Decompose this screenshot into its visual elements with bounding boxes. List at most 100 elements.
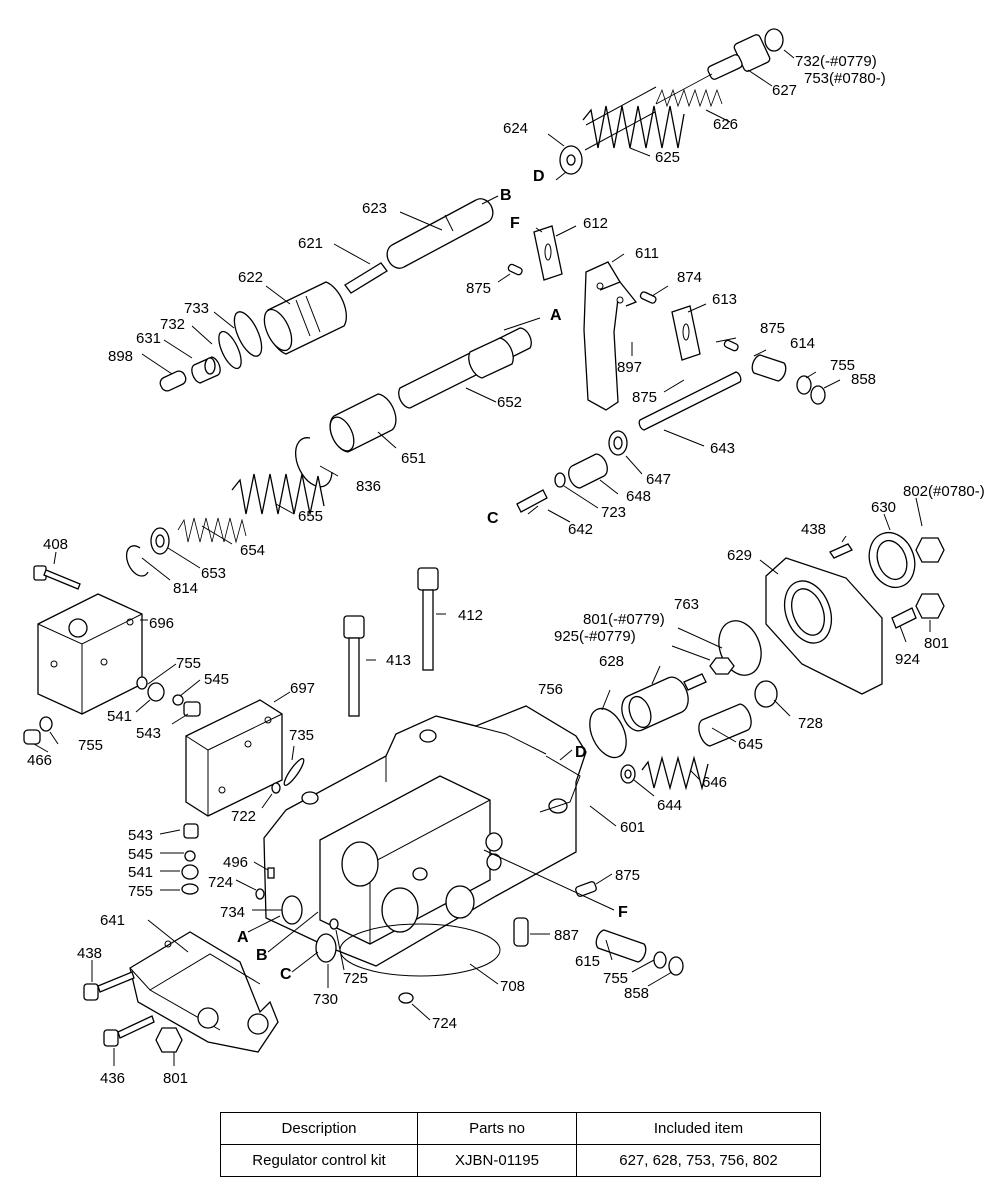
label-755: 755 [128,883,153,900]
piston-645 [698,703,752,747]
label-723: 723 [601,504,626,521]
oring-755 [653,951,667,969]
label-611: 611 [635,245,659,262]
label-708: 708 [500,978,525,995]
label-645: 645 [738,736,763,753]
label-647: 647 [646,471,671,488]
label-724: 724 [208,874,233,891]
label-887: 887 [554,927,579,944]
oring-735 [283,758,305,786]
oring-755 [181,883,199,895]
spring-654 [177,517,247,544]
header-included-item: Included item [576,1112,821,1145]
label-627: 627 [772,82,797,99]
cell-description: Regulator control kit [220,1144,418,1177]
label-496: 496 [223,854,248,871]
housing-601 [263,705,587,967]
label-D: D [533,168,545,185]
plug-541 [181,864,199,880]
bush-631 [191,356,221,384]
label-753: 753(#0780-) [804,70,886,87]
label-755: 755 [603,970,628,987]
label-C: C [280,966,292,983]
bolt-408 [33,565,81,590]
label-625: 625 [655,149,680,166]
label-733: 733 [184,300,209,317]
label-801: 801 [924,635,949,652]
label-755: 755 [830,357,855,374]
label-836: 836 [356,478,381,495]
label-763: 763 [674,596,699,613]
seat-644 [620,764,636,784]
label-802: 802(#0780-) [903,483,985,500]
label-643: 643 [710,440,735,457]
spring-655 [231,473,325,515]
label-651: 651 [401,450,426,467]
label-623: 623 [362,200,387,217]
oring-730 [315,933,337,963]
label-613: 613 [712,291,737,308]
nut-801 [155,1027,183,1053]
plate-612 [533,225,563,281]
sleeve-651 [329,393,397,453]
oring-723 [554,472,566,488]
label-413: 413 [386,652,411,669]
oring-724 [398,992,414,1004]
ball-545 [172,694,184,706]
oring-725 [329,918,339,930]
spool-652 [398,327,532,409]
plug-541 [147,682,165,702]
label-725: 725 [343,970,368,987]
plug-543 [183,701,201,717]
leader-lines [33,49,931,1066]
label-408: 408 [43,536,68,553]
label-755: 755 [78,737,103,754]
label-621: 621 [298,235,323,252]
ring-647 [608,430,628,456]
oring-722 [271,782,281,794]
cover-696 [37,593,143,715]
label-924: 924 [895,651,920,668]
label-696: 696 [149,615,174,632]
oring-724 [255,888,265,900]
label-801: 801 [163,1070,188,1087]
label-438: 438 [801,521,826,538]
label-615: 615 [575,953,600,970]
nut-802 [915,537,945,563]
cover-629 [765,557,883,695]
plug-543 [183,823,199,839]
label-545: 545 [204,671,229,688]
spring-642 [516,489,548,513]
label-801: 801(-#0779) [583,611,665,628]
label-756: 756 [538,681,563,698]
label-D: D [575,744,587,761]
label-F: F [618,904,628,921]
bolt-438 [83,971,135,1001]
bolt-412 [417,567,439,671]
spring-646 [641,755,709,791]
cell-included-item: 627, 628, 753, 756, 802 [576,1144,821,1177]
pin-887 [513,917,529,947]
label-755: 755 [176,655,201,672]
label-436: 436 [100,1070,125,1087]
label-631: 631 [136,330,161,347]
spool-621 [344,262,388,294]
sleeve-628 [621,676,689,732]
nut-801 [709,657,735,675]
label-724: 724 [432,1015,457,1032]
pin-875 [575,881,597,897]
label-646: 646 [702,774,727,791]
exploded-parts-diagram: 732(-#0779) 753(#0780-) 627 626 624 625 … [23,28,985,1087]
ball-545 [184,850,196,862]
kit-table-header-row: Description Parts no Included item [220,1112,821,1145]
kit-table: Description Parts no Included item Regul… [220,1112,821,1177]
label-B: B [256,947,268,964]
label-898: 898 [108,348,133,365]
oring-756 [589,707,627,759]
oring-755 [136,676,148,690]
label-629: 629 [727,547,752,564]
bolt-436 [103,1015,155,1047]
label-641: 641 [100,912,125,929]
oring-734 [281,895,303,925]
oring-755 [39,716,53,732]
